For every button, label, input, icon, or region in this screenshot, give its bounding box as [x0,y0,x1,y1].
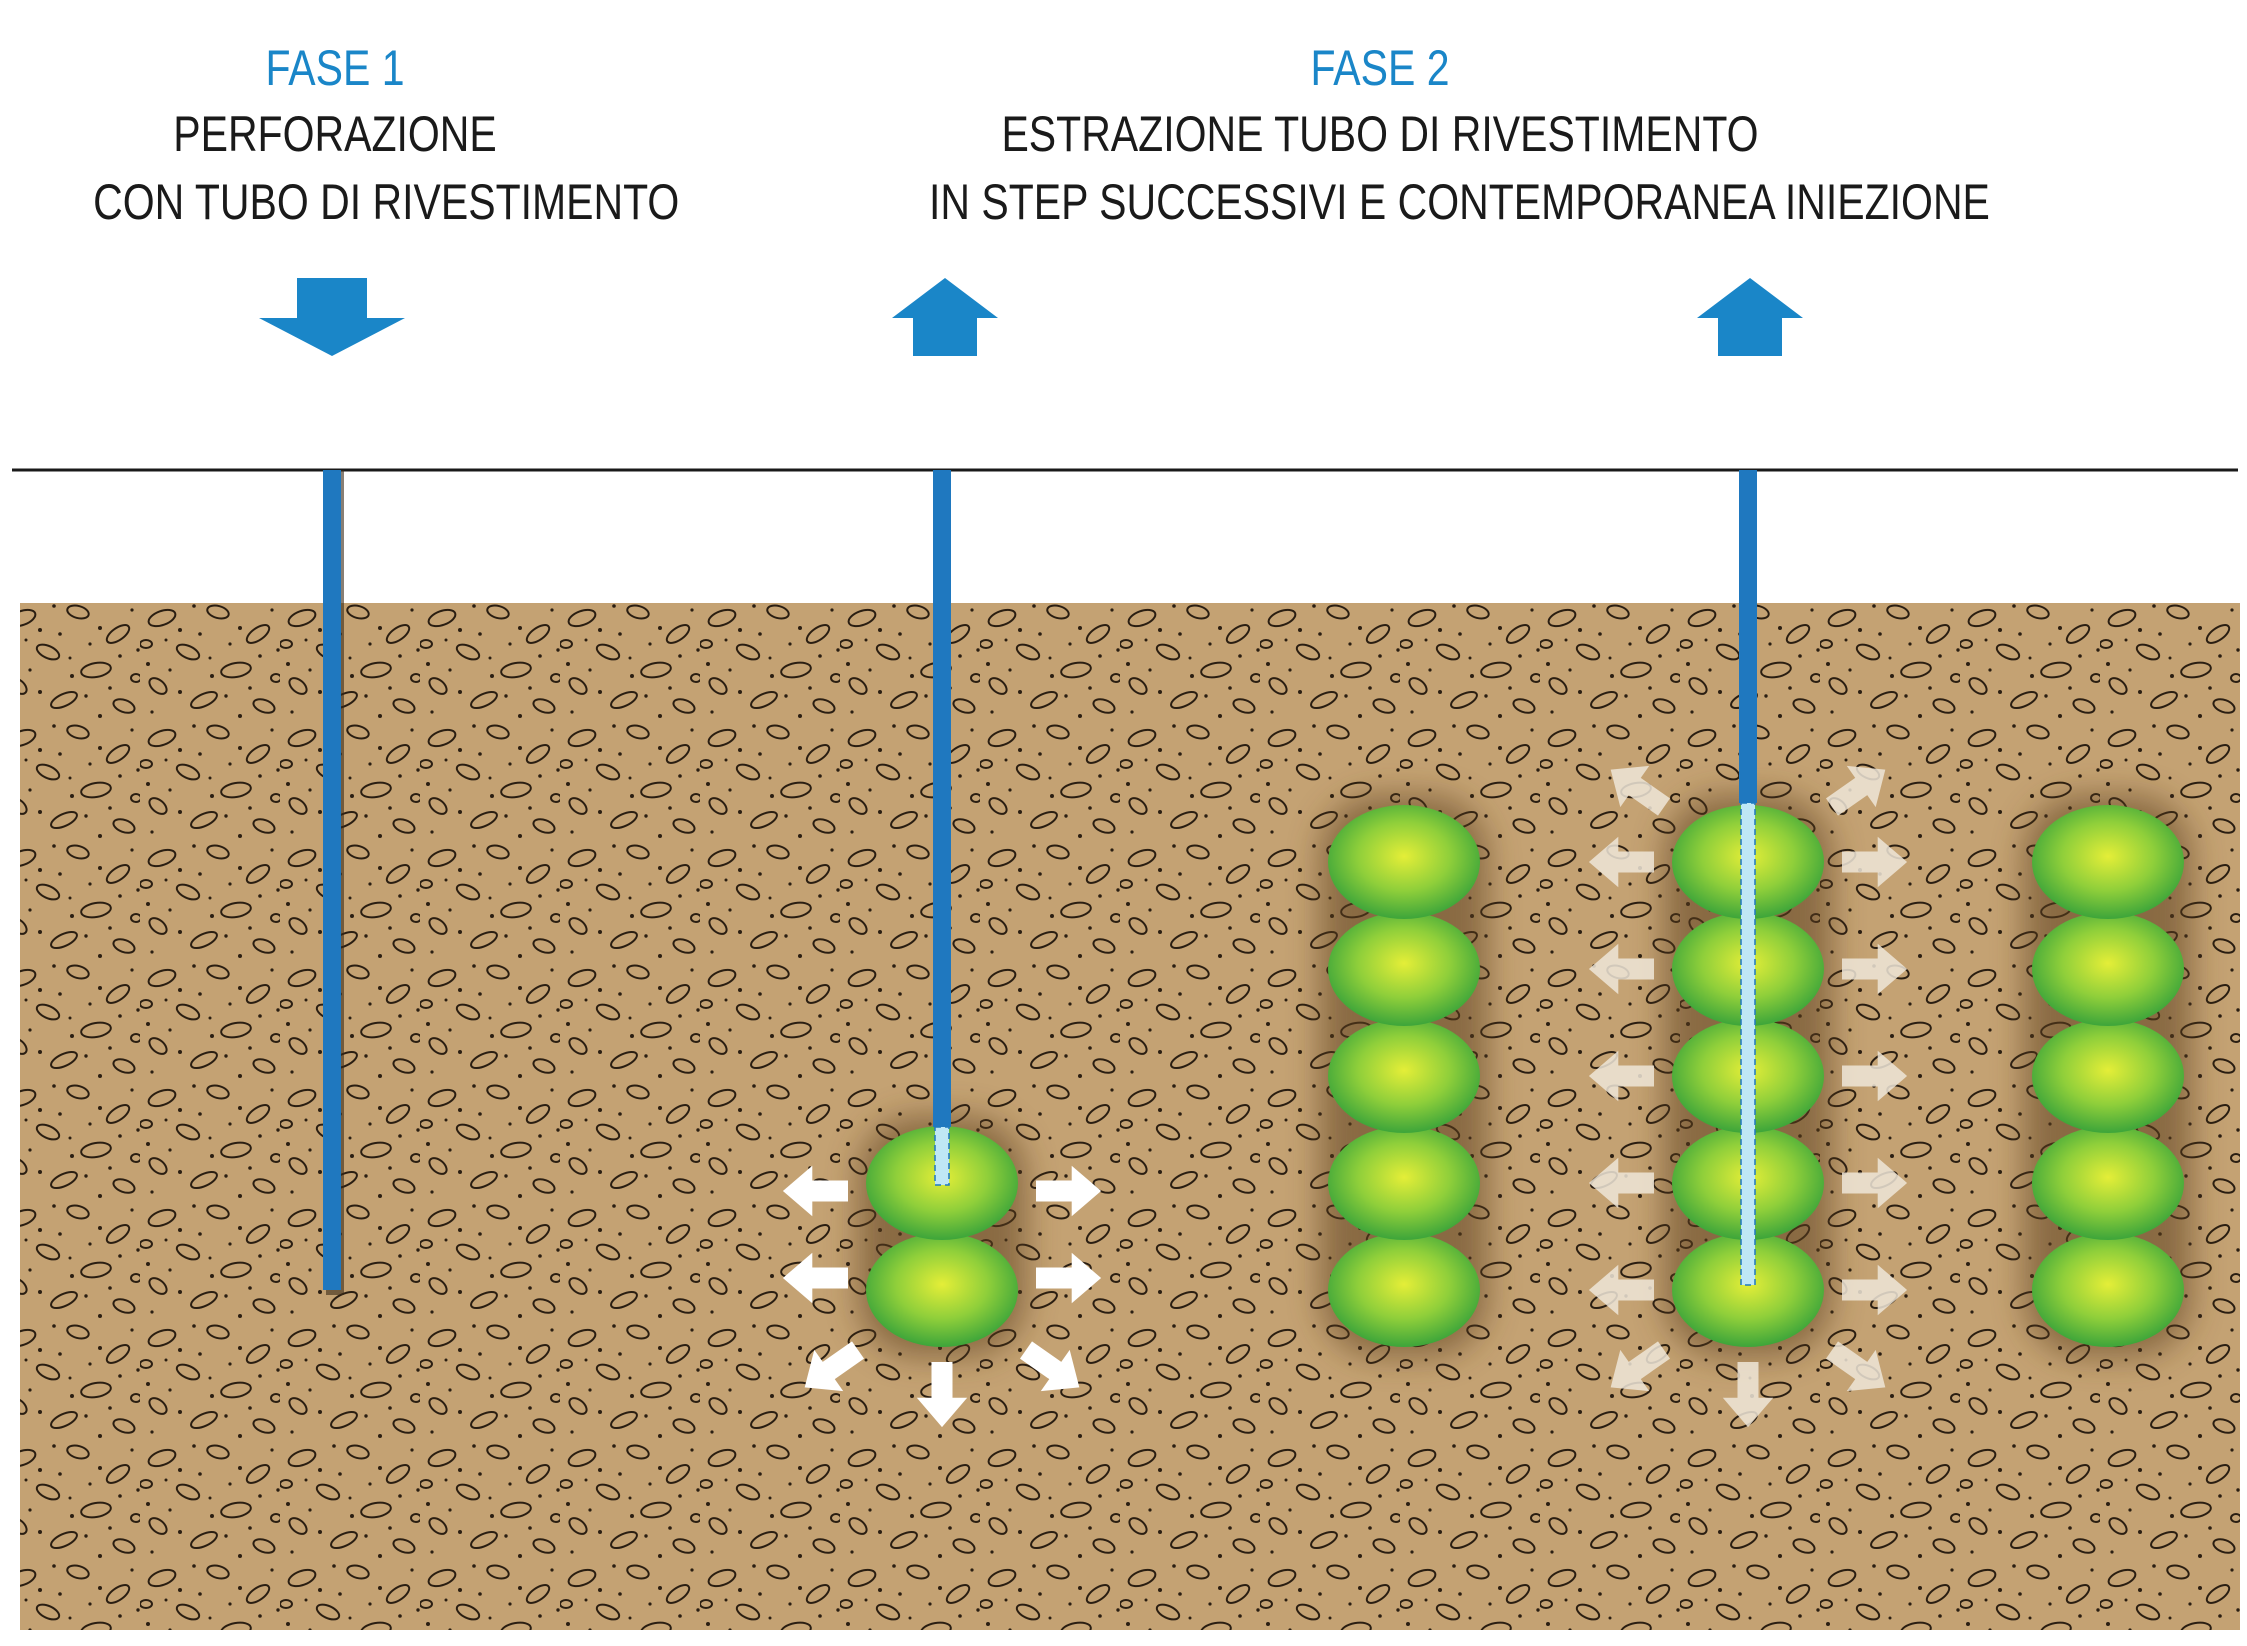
phase-2-line-2: IN STEP SUCCESSIVI E CONTEMPORANEA INIEZ… [929,174,1990,230]
phase-1-line-2: CON TUBO DI RIVESTIMENTO [93,174,680,230]
grout-bulb [2032,805,2184,919]
grout-bulb [866,1233,1018,1347]
grout-bulb [1328,1233,1480,1347]
injection-pipe [934,1126,950,1186]
phase-2-line-1: ESTRAZIONE TUBO DI RIVESTIMENTO [1001,106,1759,162]
phase-2-title: FASE 2 [1310,40,1450,96]
column-5 [2024,795,2192,1357]
down-arrow-icon [259,278,405,356]
up-arrow-icon [1697,278,1803,356]
injection-pipe [1740,802,1756,1286]
grout-bulb [2032,1126,2184,1240]
casing-pipe [933,470,951,1127]
casing-pipe [1739,470,1757,803]
phase-2-caption: FASE 2 ESTRAZIONE TUBO DI RIVESTIMENTO I… [929,36,1990,236]
column-3 [1320,795,1488,1357]
casing-pipe [323,470,341,1290]
grout-bulb [2032,1019,2184,1133]
column-4 [1588,470,1908,1428]
grout-bulb [1672,1233,1824,1347]
grout-bulb [2032,1233,2184,1347]
phase-1-caption: FASE 1 PERFORAZIONE CON TUBO DI RIVESTIM… [93,36,680,236]
grout-bulb [1328,805,1480,919]
up-arrow-icon [892,278,998,356]
phase-1-title: FASE 1 [265,40,405,96]
grout-bulb [1328,1126,1480,1240]
column-1 [323,470,344,1295]
soil-layer [20,603,2240,1630]
grout-bulb [1328,912,1480,1026]
grout-bulb [2032,912,2184,1026]
phase-1-line-1: PERFORAZIONE [173,106,497,162]
grout-bulb [1328,1019,1480,1133]
column-2 [782,470,1102,1428]
